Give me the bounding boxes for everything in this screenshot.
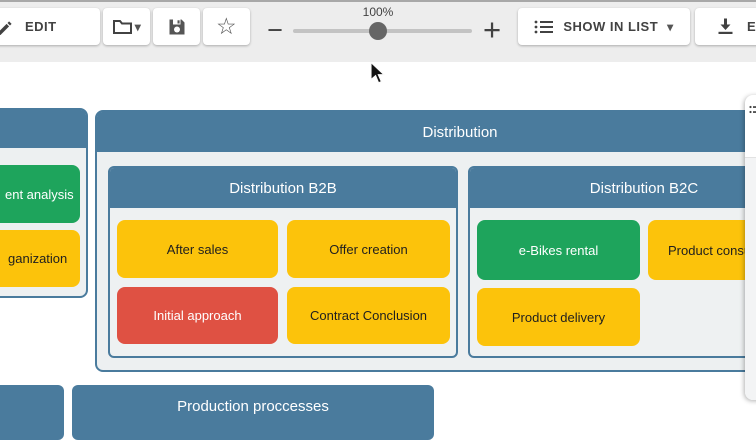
left-process-group-header[interactable] [0, 110, 86, 148]
distribution-group-title: Distribution [422, 123, 498, 141]
distribution-b2c-title: Distribution B2C [589, 179, 699, 197]
process-box-initial-approach[interactable]: Initial approach [117, 287, 278, 344]
caret-down-icon: ▾ [134, 19, 142, 34]
process-box-label: Contract Conclusion [309, 308, 428, 323]
show-in-list-button[interactable]: SHOW IN LIST ▾ [518, 8, 690, 45]
process-box-ganization[interactable]: ganization [0, 230, 80, 287]
distribution-b2b-title: Distribution B2B [229, 179, 337, 197]
process-box-label: Offer creation [329, 241, 408, 257]
process-box-offer-creation[interactable]: Offer creation [287, 220, 450, 278]
process-box-product-consultation[interactable]: Product consu [648, 220, 756, 280]
process-box-label: Product delivery [511, 309, 606, 325]
zoom-percent-label: 100% [362, 5, 394, 19]
zoom-in-button[interactable]: + [482, 11, 502, 47]
panel-list-icon [749, 104, 756, 125]
process-box-after-sales[interactable]: After sales [117, 220, 278, 278]
mouse-cursor [370, 61, 388, 91]
distribution-group-header[interactable]: Distribution [97, 112, 756, 152]
process-box-label: ent analysis [5, 186, 74, 202]
process-box-label: Product consu [668, 242, 752, 258]
process-box-product-delivery[interactable]: Product delivery [477, 288, 640, 346]
bottom-left-group-header[interactable] [0, 385, 64, 440]
production-group-title: Production proccesses [177, 398, 329, 415]
export-button[interactable]: E [695, 8, 756, 45]
process-box-label: Initial approach [153, 308, 242, 323]
caret-down-icon: ▾ [667, 19, 674, 34]
export-button-label: E [747, 19, 756, 34]
list-icon [534, 20, 554, 34]
distribution-b2c-header[interactable]: Distribution B2C [470, 168, 756, 208]
edit-button[interactable]: EDIT [0, 8, 100, 45]
edit-button-label: EDIT [25, 19, 57, 34]
save-icon [168, 18, 186, 36]
process-box-ebikes-rental[interactable]: e-Bikes rental [477, 220, 640, 280]
save-button[interactable] [153, 8, 200, 45]
zoom-slider-knob[interactable] [369, 22, 387, 40]
download-icon [717, 18, 734, 35]
process-box-label: ganization [8, 251, 68, 266]
side-panel[interactable] [745, 95, 756, 400]
production-group-header[interactable]: Production proccesses [72, 385, 434, 440]
distribution-b2b-header[interactable]: Distribution B2B [110, 168, 456, 208]
show-in-list-label: SHOW IN LIST [563, 19, 659, 34]
process-box-label: After sales [166, 241, 229, 257]
process-box-contract-conclusion[interactable]: Contract Conclusion [287, 287, 450, 344]
process-box-label: e-Bikes rental [518, 242, 599, 258]
window-top-edge [0, 0, 756, 2]
favorite-button[interactable]: ☆ [203, 8, 250, 45]
star-icon: ☆ [215, 13, 238, 39]
zoom-out-button[interactable]: − [267, 14, 283, 45]
process-box-ent-analysis[interactable]: ent analysis [0, 165, 80, 223]
open-folder-button[interactable]: ▾ [103, 8, 150, 45]
side-panel-body [745, 157, 756, 400]
pencil-icon [0, 18, 13, 35]
folder-icon [112, 18, 133, 35]
